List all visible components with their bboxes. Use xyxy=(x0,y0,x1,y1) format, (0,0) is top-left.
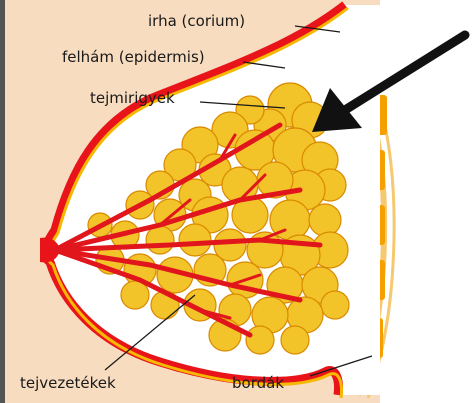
left-edge-strip xyxy=(0,0,5,403)
label-epidermis: felhám (epidermis) xyxy=(62,48,205,66)
label-corium: irha (corium) xyxy=(148,12,245,30)
label-ribs: bordák xyxy=(232,374,284,392)
label-glands: tejmirigyek xyxy=(90,89,175,107)
label-ducts: tejvezetékek xyxy=(20,374,116,392)
